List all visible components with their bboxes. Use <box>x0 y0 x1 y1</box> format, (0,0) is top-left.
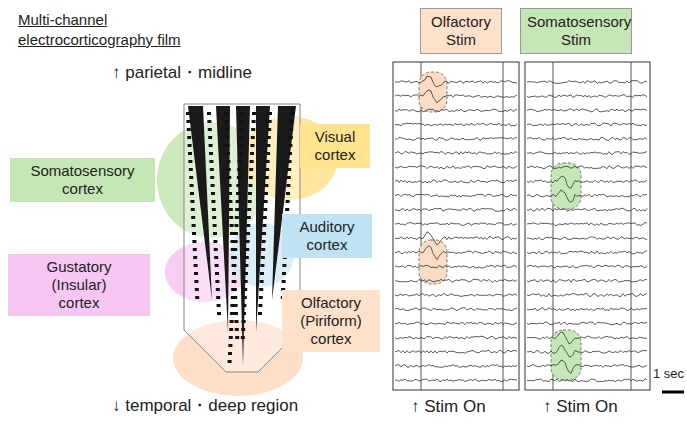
response-highlight <box>419 72 447 112</box>
ecog-traces <box>395 76 647 382</box>
label-text: Gustatory (Insular) cortex <box>34 258 124 312</box>
scale-bar <box>662 391 684 394</box>
label-text: Auditory cortex <box>288 218 366 254</box>
label-text: Somatosensory Stim <box>527 13 625 49</box>
orientation-label: ↓ temporal・deep region <box>112 396 298 416</box>
response-highlight <box>551 163 581 209</box>
stim-label: Somatosensory Stim <box>520 8 632 54</box>
response-highlight <box>419 240 447 284</box>
figure-title: Multi-channel electrocorticography film <box>18 10 198 49</box>
region-label: Somatosensory cortex <box>10 158 155 202</box>
region-label: Visual cortex <box>300 124 370 168</box>
label-text: Visual cortex <box>306 128 364 164</box>
stim-label: Olfactory Stim <box>420 8 502 54</box>
label-text: Somatosensory cortex <box>16 162 149 198</box>
orientation-label: ↑ parietal・midline <box>112 63 252 83</box>
label-text: Olfactory (Piriform) cortex <box>288 294 374 348</box>
stim-onset-label: ↑ Stim On <box>411 397 486 417</box>
stim-marker <box>421 62 422 390</box>
electrode-strips <box>188 106 296 366</box>
region-label: Auditory cortex <box>282 214 372 258</box>
stim-onset-label: ↑ Stim On <box>543 397 618 417</box>
scale-label: 1 sec <box>653 366 684 382</box>
region-label: Olfactory (Piriform) cortex <box>282 290 380 352</box>
label-text: Olfactory Stim <box>427 13 495 49</box>
electrode-pads <box>186 112 294 363</box>
region-label: Gustatory (Insular) cortex <box>8 254 150 316</box>
trace-panel <box>393 62 519 390</box>
trace-panel <box>525 62 650 390</box>
